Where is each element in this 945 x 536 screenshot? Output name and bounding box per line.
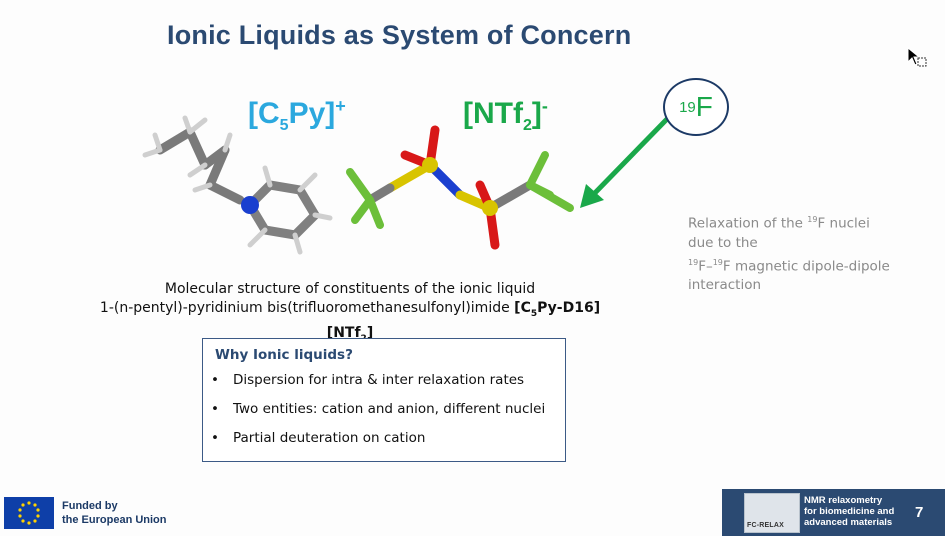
eu-line-1: Funded by xyxy=(62,500,118,512)
nmr-line-2: for biomedicine and xyxy=(804,506,895,517)
bullet-text: Partial deuteration on cation xyxy=(233,430,426,446)
relax-text-2: F nuclei xyxy=(817,215,870,232)
structure-caption: Molecular structure of constituents of t… xyxy=(85,280,615,349)
f-isotope: 19 xyxy=(679,98,696,116)
bullet-icon: • xyxy=(211,372,219,388)
mouse-cursor-icon xyxy=(907,46,927,67)
list-item: • Partial deuteration on cation xyxy=(211,430,545,459)
anion-prefix: NTf xyxy=(473,97,523,130)
relaxation-note: Relaxation of the 19F nuclei due to the … xyxy=(688,210,908,295)
anion-charge: - xyxy=(541,96,548,116)
list-item: • Two entities: cation and anion, differe… xyxy=(211,401,545,430)
project-description: NMR relaxometry for biomedicine and adva… xyxy=(804,495,894,528)
relax-text-5: F magnetic dipole-dipole xyxy=(722,258,890,274)
pointer-arrow-icon xyxy=(580,116,670,208)
relax-text-1: Relaxation of the xyxy=(688,215,808,232)
project-footer: FC-RELAX NMR relaxometry for biomedicine… xyxy=(722,489,945,536)
caption-line-2: 1-(n-pentyl)-pyridinium bis(trifluoromet… xyxy=(85,299,615,349)
cation-charge: + xyxy=(335,96,346,116)
list-item: • Dispersion for intra & inter relaxation… xyxy=(211,372,545,401)
relax-text-4: F– xyxy=(698,258,713,274)
eu-funding-badge: Funded by the European Union xyxy=(4,496,167,530)
fc-relax-logo: FC-RELAX xyxy=(744,493,800,533)
cation-subscript: 5 xyxy=(279,117,289,134)
bullet-list: • Dispersion for intra & inter relaxation… xyxy=(211,372,545,459)
bullet-text: Two entities: cation and anion, differen… xyxy=(233,401,546,417)
nmr-line-1: NMR relaxometry xyxy=(804,495,883,506)
caption-compound-name: 1-(n-pentyl)-pyridinium bis(trifluoromet… xyxy=(99,300,510,316)
cation-suffix: Py xyxy=(288,97,326,130)
caption-c-rest: Py-D16 xyxy=(537,300,594,316)
relax-sup-3: 19 xyxy=(712,257,723,267)
relax-sup-2: 19 xyxy=(688,257,699,267)
fc-relax-logo-text: FC-RELAX xyxy=(747,522,784,529)
caption-line-1: Molecular structure of constituents of t… xyxy=(164,281,536,297)
eu-line-2: the European Union xyxy=(62,514,167,526)
page-number: 7 xyxy=(915,504,924,521)
relax-sup-1: 19 xyxy=(807,215,818,224)
caption-c-sub: 5 xyxy=(530,308,538,319)
eu-funding-text: Funded by the European Union xyxy=(62,499,167,527)
f-symbol: F xyxy=(695,91,713,122)
eu-flag-icon xyxy=(4,497,54,529)
relax-text-3: due to the xyxy=(688,234,758,251)
bullet-text: Dispersion for intra & inter relaxation … xyxy=(233,372,525,388)
bullet-icon: • xyxy=(211,430,219,446)
slide-title: Ionic Liquids as System of Concern xyxy=(167,20,632,50)
cation-formula: [C5Py]+ xyxy=(248,96,346,134)
bullet-icon: • xyxy=(211,401,219,417)
molecular-structure-image xyxy=(142,115,574,255)
box-title: Why Ionic liquids? xyxy=(215,347,353,363)
relax-text-6: interaction xyxy=(688,277,762,293)
anion-subscript: 2 xyxy=(522,117,532,134)
caption-ntf: NTf xyxy=(333,324,361,341)
why-ionic-liquids-box: Why Ionic liquids? • Dispersion for intra… xyxy=(202,338,566,462)
anion-formula: [NTf2]- xyxy=(463,96,548,134)
nmr-line-3: advanced materials xyxy=(804,517,893,528)
